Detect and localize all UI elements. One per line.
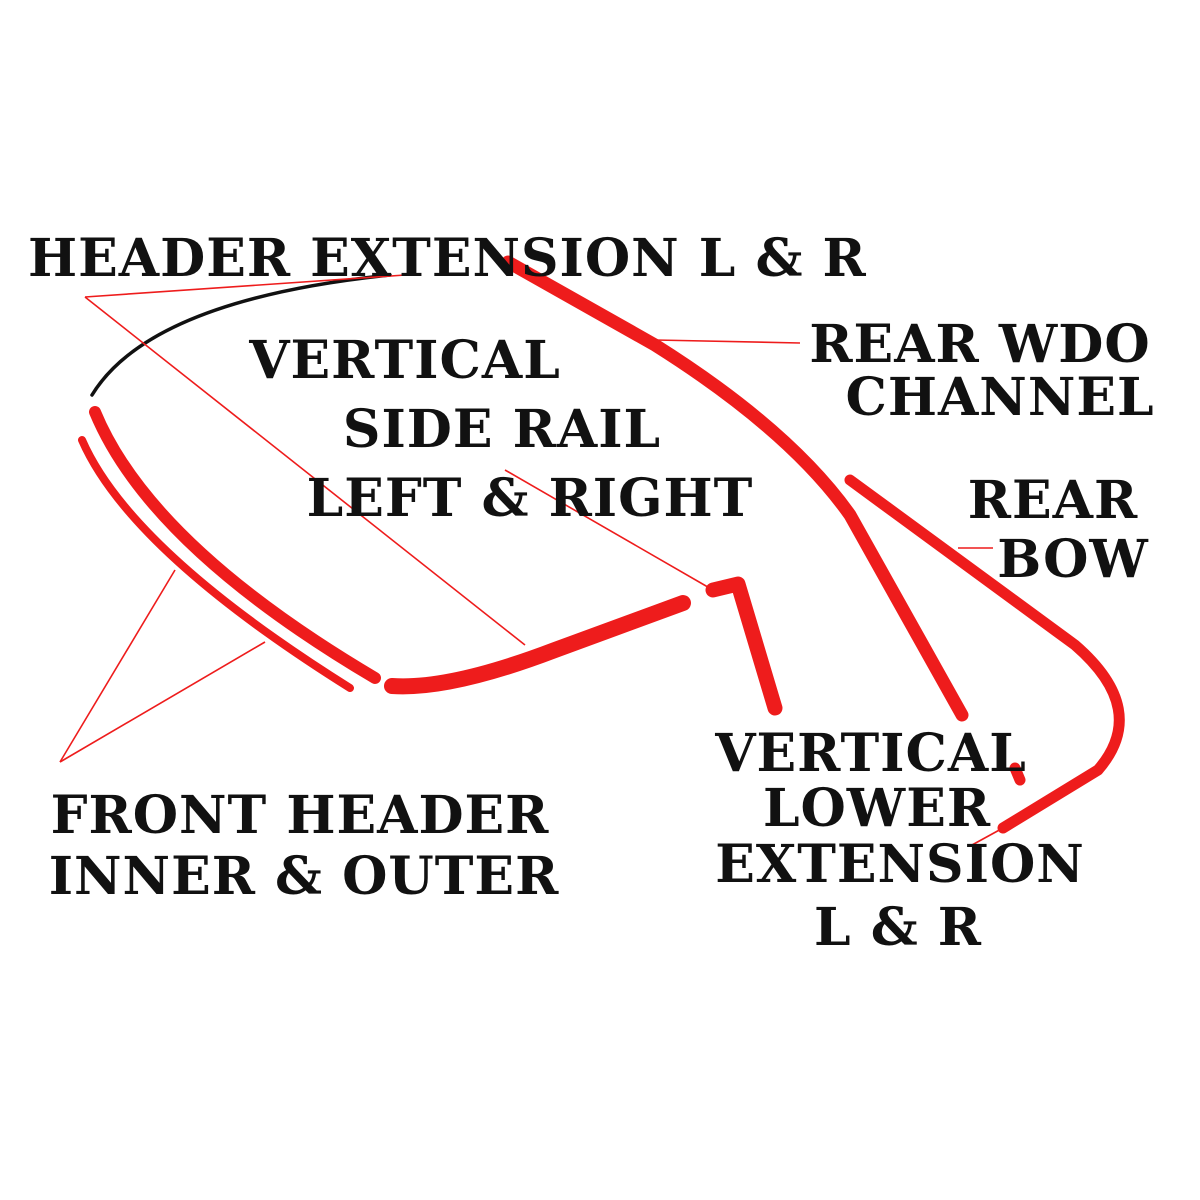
header-extension-part [90, 273, 392, 397]
label-side-rail-line-3: LEFT & RIGHT [307, 468, 754, 529]
label-rear-wdo-line-2: CHANNEL [845, 367, 1154, 428]
front-header-outer-part [89, 406, 381, 684]
label-lower-extension-line-4: L & R [814, 897, 982, 958]
leader-lower-extension [971, 827, 1004, 846]
label-header-extension: HEADER EXTENSION L & R [28, 228, 867, 289]
rear-bow-tip-part [1009, 762, 1026, 786]
front-header-inner-part [78, 436, 354, 692]
label-lower-extension-line-1: VERTICAL [714, 723, 1027, 784]
leader-front-header-outer [59, 569, 176, 763]
label-side-rail-line-1: VERTICAL [248, 330, 561, 391]
label-lower-extension-line-3: EXTENSION [715, 834, 1085, 895]
label-front-header-line-1: FRONT HEADER [51, 785, 550, 846]
label-rear-bow-line-2: BOW [997, 529, 1149, 590]
vertical-lower-extension-part [705, 576, 783, 716]
rear-bow-part [844, 474, 1125, 834]
rear-wdo-channel-part [501, 255, 969, 722]
side-rail-lower-part [384, 595, 691, 695]
leader-side-rail-from-header [84, 296, 526, 646]
label-side-rail-line-2: SIDE RAIL [343, 399, 661, 460]
leader-side-rail [504, 469, 714, 591]
leader-front-header-inner [59, 641, 266, 763]
label-rear-wdo-line-1: REAR WDO [809, 314, 1150, 375]
leader-header-extension [84, 274, 406, 298]
leader-lines [59, 274, 1004, 846]
parts [78, 255, 1125, 834]
label-rear-bow-line-1: REAR [968, 470, 1138, 531]
label-front-header-line-2: INNER & OUTER [49, 846, 560, 907]
leader-rear-wdo-channel [654, 339, 801, 344]
label-lower-extension-line-2: LOWER [763, 778, 991, 839]
labels: HEADER EXTENSION L & R VERTICAL SIDE RAI… [28, 228, 1154, 958]
